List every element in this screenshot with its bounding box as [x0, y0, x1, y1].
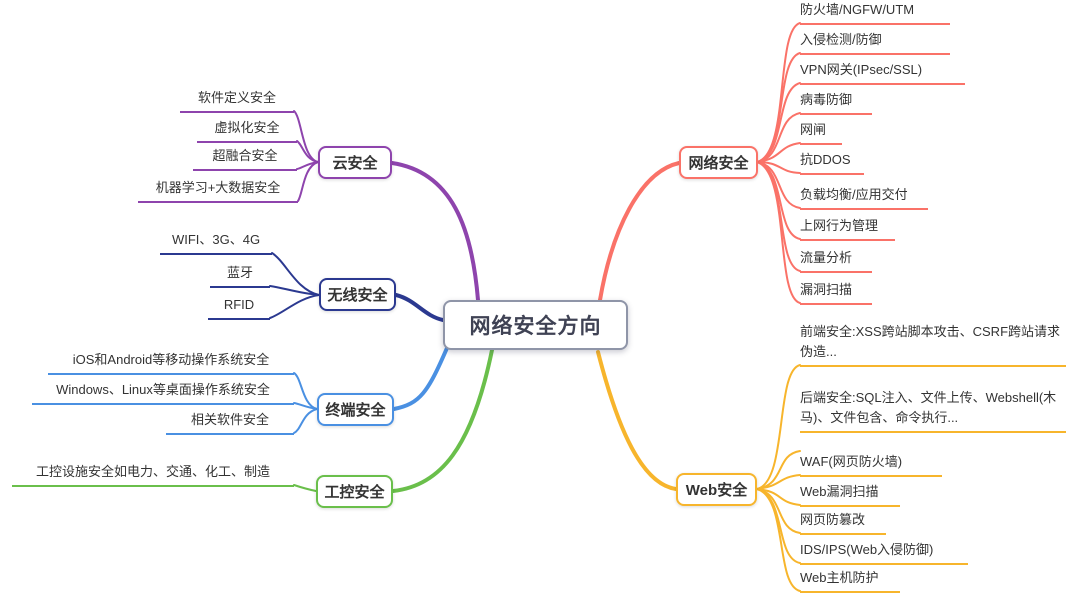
leaf-item[interactable]: 机器学习+大数据安全: [138, 178, 298, 203]
connector-network-child: [756, 52, 801, 163]
connector-network-child: [756, 161, 801, 304]
leaf-item[interactable]: 网页防篡改: [800, 510, 886, 535]
leaf-item[interactable]: RFID: [208, 295, 270, 320]
connector-web-child: [756, 364, 801, 490]
leaf-item[interactable]: 前端安全:XSS跨站脚本攻击、CSRF跨站请求伪造...: [800, 322, 1066, 367]
leaf-item[interactable]: 网闸: [800, 120, 842, 145]
leaf-item[interactable]: WAF(网页防火墙): [800, 452, 942, 477]
leaf-item[interactable]: 超融合安全: [193, 146, 297, 171]
connector-industrial-child: [293, 484, 317, 492]
branch-industrial-security[interactable]: 工控安全: [316, 475, 393, 508]
connector-wireless-child: [269, 285, 320, 296]
connector-wireless-child: [271, 252, 320, 296]
connector-cloud-child: [297, 161, 319, 202]
connector-central-cloud: [390, 161, 480, 302]
connector-central-industrial: [391, 348, 494, 493]
connector-terminal-child: [293, 402, 318, 410]
leaf-item[interactable]: 上网行为管理: [800, 216, 895, 241]
leaf-item[interactable]: 后端安全:SQL注入、文件上传、Webshell(木马)、文件包含、命令执行..…: [800, 388, 1066, 433]
leaf-item[interactable]: VPN网关(IPsec/SSL): [800, 60, 965, 85]
connector-network-child: [756, 82, 801, 163]
branch-web-security[interactable]: Web安全: [676, 473, 757, 506]
leaf-item[interactable]: IDS/IPS(Web入侵防御): [800, 540, 968, 565]
branch-label: 网络安全: [688, 155, 749, 172]
leaf-item[interactable]: 虚拟化安全: [197, 118, 297, 143]
branch-terminal-security[interactable]: 终端安全: [317, 393, 394, 426]
connector-web-child: [756, 488, 801, 592]
connector-central-network: [598, 161, 681, 302]
central-topic-label: 网络安全方向: [469, 315, 602, 338]
leaf-item[interactable]: 入侵检测/防御: [800, 30, 950, 55]
leaf-item[interactable]: 蓝牙: [210, 263, 270, 288]
branch-label: Web安全: [685, 482, 748, 499]
leaf-item[interactable]: 工控设施安全如电力、交通、化工、制造: [12, 462, 294, 487]
leaf-item[interactable]: 负载均衡/应用交付: [800, 185, 928, 210]
leaf-item[interactable]: WIFI、3G、4G: [160, 230, 272, 255]
leaf-item[interactable]: Windows、Linux等桌面操作系统安全: [32, 380, 294, 405]
branch-label: 终端安全: [325, 402, 386, 419]
connector-cloud-child: [296, 140, 319, 163]
connector-network-child: [756, 161, 801, 174]
leaf-item[interactable]: 软件定义安全: [180, 88, 294, 113]
branch-network-security[interactable]: 网络安全: [679, 146, 758, 179]
leaf-item[interactable]: 流量分析: [800, 248, 872, 273]
connector-wireless-child: [269, 294, 320, 319]
leaf-item[interactable]: Web漏洞扫描: [800, 482, 900, 507]
connector-network-child: [756, 142, 801, 163]
central-topic[interactable]: 网络安全方向: [443, 300, 628, 350]
leaf-item[interactable]: 病毒防御: [800, 90, 872, 115]
leaf-item[interactable]: 相关软件安全: [166, 410, 294, 435]
branch-cloud-security[interactable]: 云安全: [318, 146, 392, 179]
connector-central-terminal: [392, 346, 449, 411]
branch-label: 云安全: [332, 155, 378, 172]
leaf-item[interactable]: iOS和Android等移动操作系统安全: [48, 350, 294, 375]
connector-web-child: [756, 474, 801, 490]
connector-terminal-child: [293, 372, 318, 410]
connector-terminal-child: [293, 408, 318, 434]
leaf-item[interactable]: 漏洞扫描: [800, 280, 872, 305]
connector-central-web: [596, 350, 678, 491]
branch-label: 工控安全: [324, 484, 385, 501]
branch-wireless-security[interactable]: 无线安全: [319, 278, 396, 311]
leaf-item[interactable]: Web主机防护: [800, 568, 900, 593]
connector-central-wireless: [394, 293, 445, 322]
branch-label: 无线安全: [327, 287, 388, 304]
leaf-item[interactable]: 防火墙/NGFW/UTM: [800, 0, 950, 25]
leaf-item[interactable]: 抗DDOS: [800, 150, 864, 175]
